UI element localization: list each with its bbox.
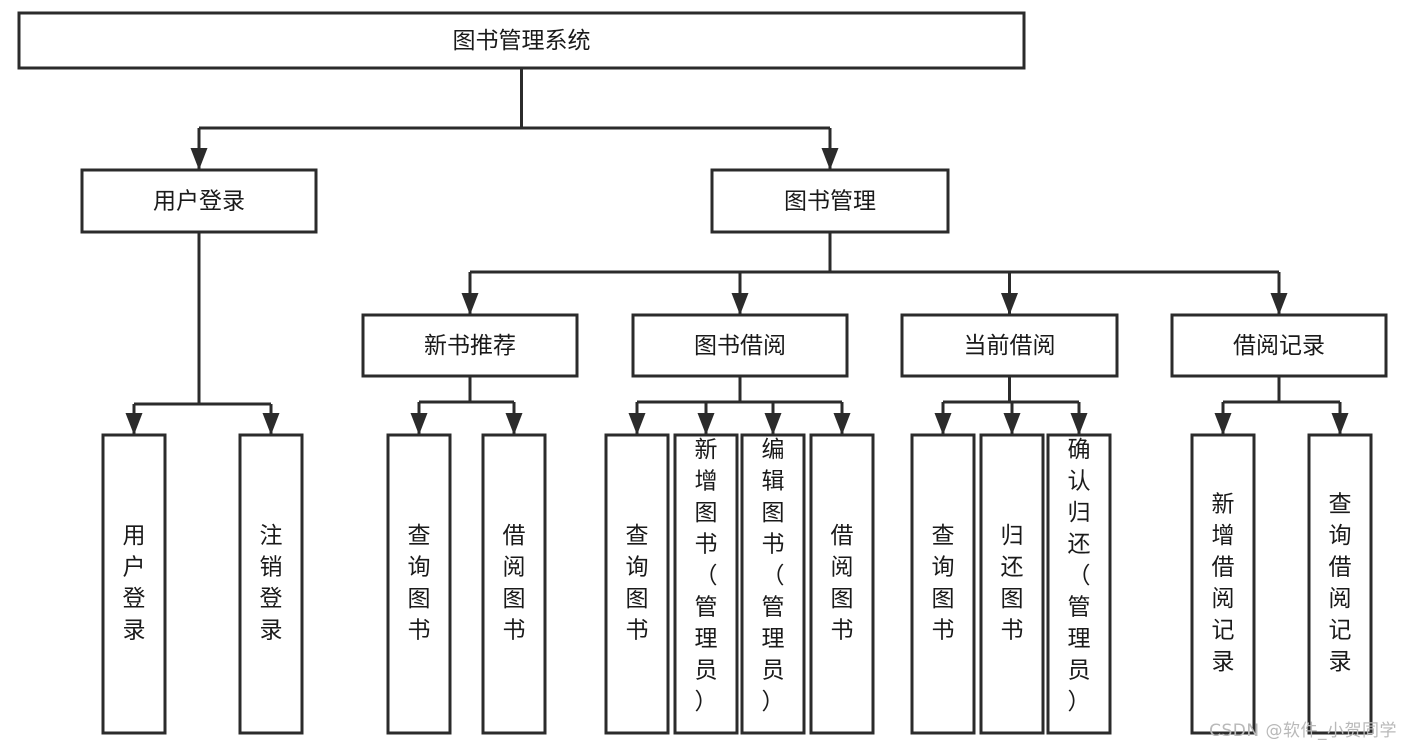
node-new-book-recommend: 新书推荐 [361, 313, 579, 378]
leaf-query-book-current-label: 查询图书 [932, 523, 955, 644]
arrow-head-icon [934, 413, 952, 435]
node-user-login-rect [80, 168, 318, 234]
node-book-borrow-label: 图书借阅 [694, 333, 786, 359]
leaf-return-book-rect [979, 433, 1045, 735]
arrow-head-icon [410, 413, 428, 435]
arrow-head-icon [1270, 293, 1288, 315]
leaf-edit-book-admin-label: 编辑图书（管理员） [762, 437, 785, 715]
node-book-borrow: 图书借阅 [631, 313, 849, 378]
leaf-borrow-book-rect [809, 433, 875, 735]
leaf-return-book-label: 归还图书 [1001, 523, 1024, 644]
leaf-borrow-book-label: 借阅图书 [831, 523, 854, 644]
node-borrow-record-rect [1170, 313, 1388, 378]
leaf-return-book: 归还图书 [979, 433, 1045, 735]
leaf-user-login-rect [101, 433, 167, 735]
node-root: 图书管理系统 [17, 11, 1026, 70]
leaf-edit-book-admin: 编辑图书（管理员） [740, 433, 806, 735]
arrow-head-icon [505, 413, 523, 435]
leaf-confirm-return-admin-rect [1046, 433, 1112, 735]
node-root-label: 图书管理系统 [453, 28, 591, 54]
leaf-query-borrow-record-label: 查询借阅记录 [1329, 492, 1352, 676]
leaf-borrow-book-recommend-rect [481, 433, 547, 735]
arrow-head-icon [1070, 413, 1088, 435]
leaf-query-book-borrow-rect [604, 433, 670, 735]
node-current-borrow-label: 当前借阅 [964, 333, 1056, 359]
arrow-head-icon [1331, 413, 1349, 435]
leaf-confirm-return-admin: 确认归还（管理员） [1046, 433, 1112, 735]
arrow-head-icon [461, 293, 479, 315]
node-user-login: 用户登录 [80, 168, 318, 234]
leaf-query-book-current-rect [910, 433, 976, 735]
leaf-borrow-book: 借阅图书 [809, 433, 875, 735]
leaf-borrow-book-recommend: 借阅图书 [481, 433, 547, 735]
leaf-borrow-book-recommend-label: 借阅图书 [503, 523, 526, 644]
node-borrow-record-label: 借阅记录 [1233, 333, 1325, 359]
leaf-user-login-label: 用户登录 [123, 523, 146, 644]
leaf-query-book-recommend: 查询图书 [386, 433, 452, 735]
leaf-add-book-admin-rect [673, 433, 739, 735]
leaf-add-borrow-record-label: 新增借阅记录 [1212, 492, 1235, 676]
node-new-book-recommend-rect [361, 313, 579, 378]
arrow-head-icon [697, 413, 715, 435]
leaf-add-book-admin-label: 新增图书（管理员） [695, 437, 718, 715]
arrow-head-icon [125, 413, 143, 435]
arrow-head-icon [262, 413, 280, 435]
arrow-head-icon [833, 413, 851, 435]
connector-layer [125, 68, 1349, 435]
node-current-borrow-rect [900, 313, 1119, 378]
arrow-head-icon [190, 148, 208, 170]
node-user-login-label: 用户登录 [153, 189, 245, 215]
leaf-confirm-return-admin-label: 确认归还（管理员） [1068, 437, 1091, 715]
arrow-head-icon [731, 293, 749, 315]
arrow-head-icon [1214, 413, 1232, 435]
leaf-query-borrow-record: 查询借阅记录 [1307, 433, 1373, 735]
leaf-user-login: 用户登录 [101, 433, 167, 735]
node-book-management-label: 图书管理 [784, 189, 876, 215]
leaf-user-logout-rect [238, 433, 304, 735]
node-book-management: 图书管理 [710, 168, 950, 234]
node-borrow-record: 借阅记录 [1170, 313, 1388, 378]
leaf-query-book-recommend-label: 查询图书 [408, 523, 431, 644]
leaf-add-book-admin: 新增图书（管理员） [673, 433, 739, 735]
node-book-borrow-rect [631, 313, 849, 378]
leaf-user-logout: 注销登录 [238, 433, 304, 735]
csdn-watermark: CSDN @软件_小贺同学 [1209, 721, 1397, 741]
node-current-borrow: 当前借阅 [900, 313, 1119, 378]
leaf-query-book-recommend-rect [386, 433, 452, 735]
leaf-add-borrow-record-rect [1190, 433, 1256, 735]
node-new-book-recommend-label: 新书推荐 [424, 333, 516, 359]
arrow-head-icon [628, 413, 646, 435]
leaf-user-logout-label: 注销登录 [260, 523, 283, 644]
arrow-head-icon [1003, 413, 1021, 435]
leaf-add-borrow-record: 新增借阅记录 [1190, 433, 1256, 735]
node-root-rect [17, 11, 1026, 70]
arrow-head-icon [764, 413, 782, 435]
leaf-query-book-borrow: 查询图书 [604, 433, 670, 735]
node-book-management-rect [710, 168, 950, 234]
leaf-query-borrow-record-rect [1307, 433, 1373, 735]
leaf-query-book-borrow-label: 查询图书 [626, 523, 649, 644]
arrow-head-icon [1001, 293, 1018, 315]
arrow-head-icon [821, 148, 839, 170]
leaf-edit-book-admin-rect [740, 433, 806, 735]
leaf-query-book-current: 查询图书 [910, 433, 976, 735]
